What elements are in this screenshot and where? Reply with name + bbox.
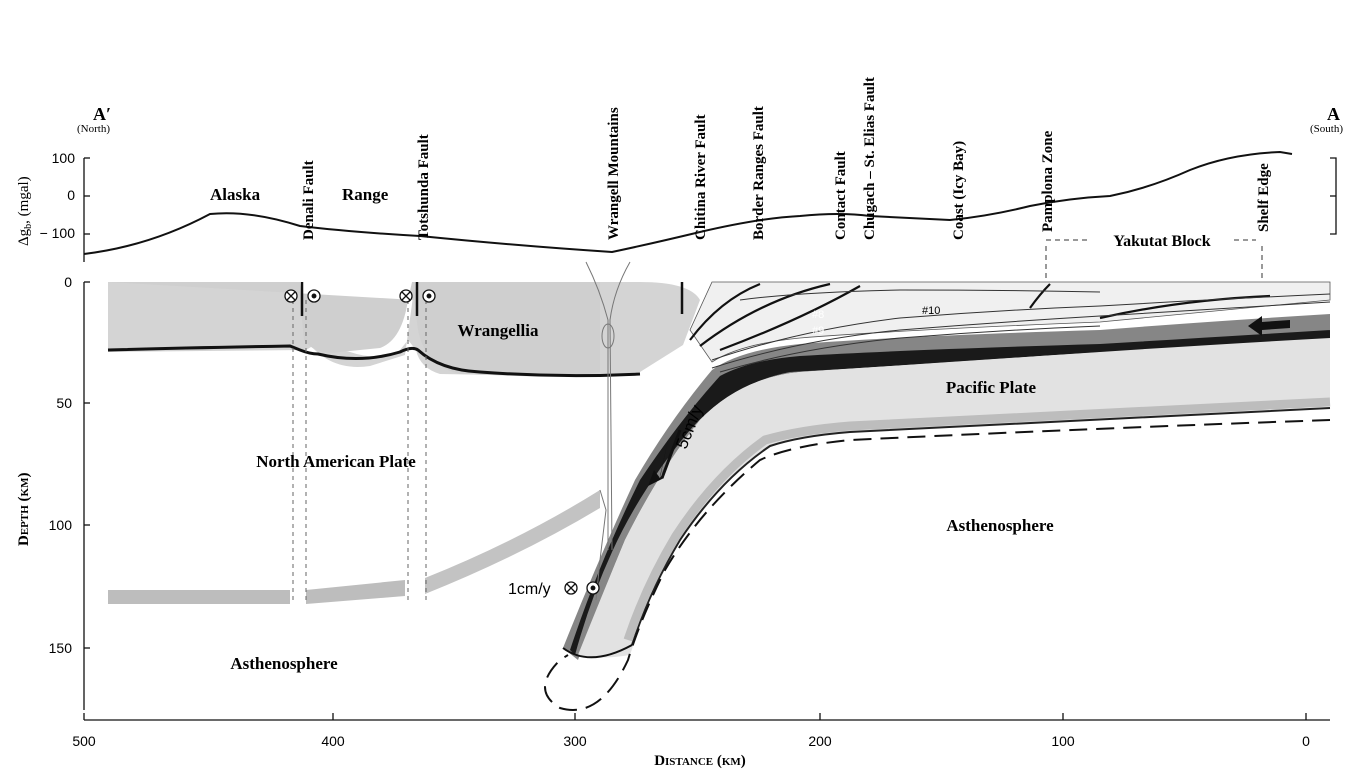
depth-tick-0: 0	[64, 274, 72, 290]
label-north-american-plate: North American Plate	[256, 452, 416, 471]
label-chugach-st-elias-fault: Chugach – St. Elias Fault	[862, 77, 878, 240]
label-fault-9: #9	[812, 325, 824, 337]
lower-lithosphere-band	[108, 590, 290, 604]
lower-lithosphere-band-3	[425, 490, 600, 594]
label-yakutat-block: Yakutat Block	[1113, 233, 1210, 250]
label-shelf-edge: Shelf Edge	[1256, 163, 1272, 232]
gravity-tick-minus100: − 100	[40, 225, 76, 241]
label-pacific-plate: Pacific Plate	[946, 378, 1037, 397]
lower-lithosphere-band-2	[306, 580, 405, 604]
endpoint-left-sub: (North)	[77, 123, 110, 135]
gravity-axis-label: Δgb, (mgal)	[16, 176, 34, 246]
distance-tick-500: 500	[72, 733, 96, 749]
endpoint-right-sub: (South)	[1310, 123, 1343, 135]
label-fault-8: #8	[812, 309, 824, 321]
label-alaska: Alaska	[210, 185, 261, 204]
label-chitina-river-fault: Chitina River Fault	[693, 114, 709, 240]
label-coast-icy-bay: Coast (Icy Bay)	[951, 141, 967, 240]
gravity-tick-0: 0	[67, 187, 75, 203]
distance-tick-300: 300	[563, 733, 587, 749]
endpoint-right-label: A	[1327, 104, 1340, 124]
distance-tick-0: 0	[1302, 733, 1310, 749]
label-range: Range	[342, 185, 389, 204]
gravity-profile	[84, 152, 1292, 254]
depth-tick-150: 150	[49, 640, 73, 656]
depth-tick-50: 50	[56, 395, 72, 411]
distance-axis-label: Distance (km)	[654, 753, 746, 769]
label-fault-10: #10	[922, 305, 940, 317]
gravity-tick-100: 100	[52, 150, 76, 166]
label-border-ranges-fault: Border Ranges Fault	[751, 106, 767, 240]
distance-tick-400: 400	[321, 733, 345, 749]
label-wrangell-mountains: Wrangell Mountains	[606, 107, 622, 240]
depth-axis-label: Depth (km)	[16, 473, 32, 546]
label-pamplona-zone: Pamplona Zone	[1040, 130, 1056, 232]
label-asthenosphere-left: Asthenosphere	[230, 654, 338, 673]
label-asthenosphere-right: Asthenosphere	[946, 516, 1054, 535]
label-contact-fault: Contact Fault	[833, 151, 849, 240]
label-wrangellia: Wrangellia	[458, 321, 539, 340]
endpoint-left-label: A′	[93, 104, 111, 124]
label-denali-fault: Denali Fault	[301, 160, 317, 240]
label-totshunda-fault: Totshunda Fault	[416, 134, 432, 240]
distance-tick-100: 100	[1051, 733, 1075, 749]
label-rate-1cm: 1cm/y	[508, 581, 551, 598]
distance-tick-200: 200	[808, 733, 832, 749]
depth-tick-100: 100	[49, 517, 73, 533]
